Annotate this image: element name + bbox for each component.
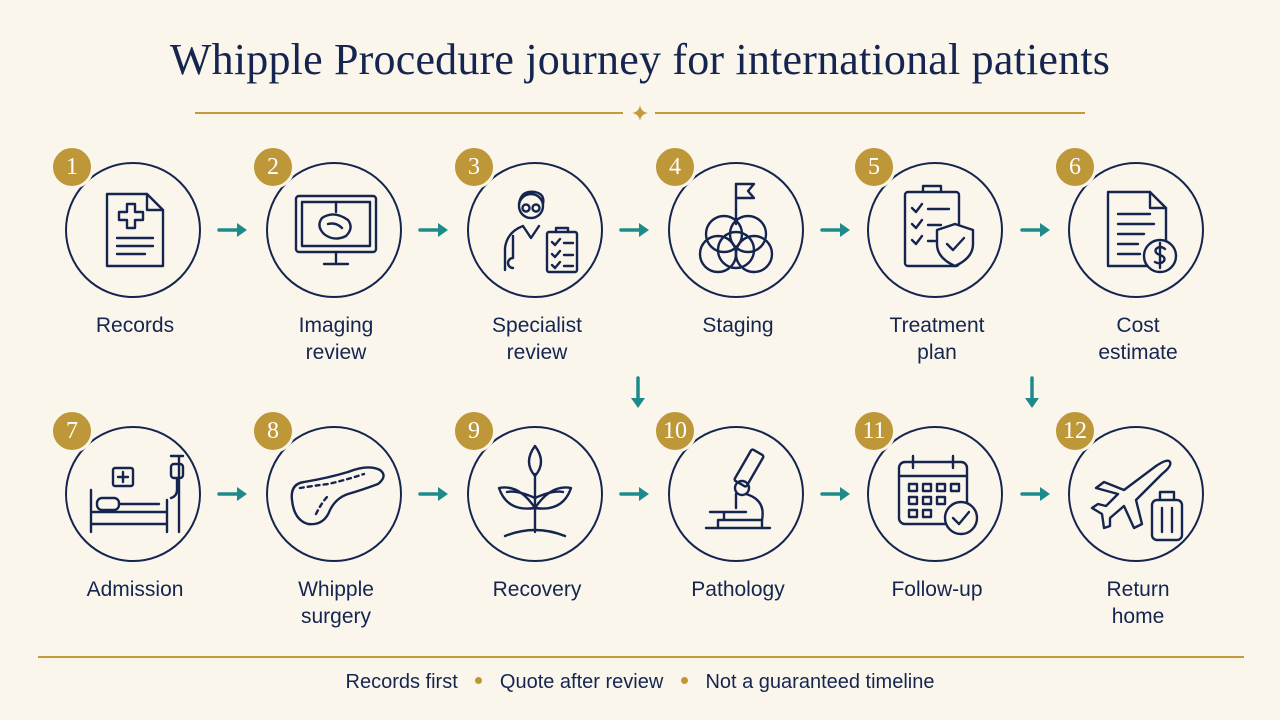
arrow-right-icon (418, 487, 448, 501)
step-label: Specialist review (437, 312, 637, 366)
step-number-badge: 1 (50, 145, 94, 189)
step-label-line1: Recovery (492, 578, 582, 601)
staging-flag-icon (698, 182, 774, 274)
arrow-right-icon (619, 223, 649, 237)
arrow-down-icon (1025, 376, 1039, 408)
step-label-line1: Records (95, 314, 175, 337)
hospital-bed-icon (89, 454, 185, 534)
imaging-monitor-icon (294, 194, 378, 266)
step-label-line1: Staging (702, 314, 774, 337)
footer-note-records-first: Records first (345, 671, 458, 693)
step-label: Recovery (437, 576, 637, 603)
pancreas-icon (290, 466, 385, 526)
step-number-badge: 5 (852, 145, 896, 189)
step-label-line2: review (506, 341, 568, 364)
step-label-line1: Return (1106, 578, 1170, 601)
airplane-luggage-icon (1090, 459, 1184, 542)
step-label-line1: Whipple (298, 578, 374, 601)
step-label: Pathology (638, 576, 838, 603)
calendar-check-icon (897, 454, 979, 536)
step-circle (867, 426, 1003, 562)
footer-note-not-guaranteed: Not a guaranteed timeline (705, 671, 935, 693)
step-label-line1: Imaging (298, 314, 374, 337)
step-number-badge: 8 (251, 409, 295, 453)
title-divider-left (195, 112, 623, 114)
arrow-right-icon (619, 487, 649, 501)
step-circle (467, 426, 603, 562)
arrow-right-icon (820, 487, 850, 501)
step-label: Records (35, 312, 235, 339)
step-label-line1: Treatment (889, 314, 985, 337)
footer-note-quote-after-review: Quote after review (499, 671, 664, 693)
step-label: Treatment plan (837, 312, 1037, 366)
arrow-right-icon (1020, 487, 1050, 501)
step-label: Imaging review (236, 312, 436, 366)
arrow-right-icon (820, 223, 850, 237)
step-label-line1: Admission (86, 578, 184, 601)
step-number-badge: 2 (251, 145, 295, 189)
step-circle (1068, 162, 1204, 298)
step-label-line2: estimate (1098, 341, 1178, 364)
step-number-badge: 3 (452, 145, 496, 189)
arrow-down-icon (631, 376, 645, 408)
bullet-dot-icon (475, 677, 483, 685)
invoice-dollar-icon (1106, 190, 1178, 274)
step-label: Follow-up (837, 576, 1037, 603)
checklist-shield-icon (903, 184, 975, 268)
step-number-badge: 12 (1053, 409, 1097, 453)
step-label: Staging (638, 312, 838, 339)
step-number-badge: 6 (1053, 145, 1097, 189)
step-label: Whipple surgery (236, 576, 436, 630)
bullet-dot-icon (680, 677, 688, 685)
step-circle (1068, 426, 1204, 562)
step-circle (867, 162, 1003, 298)
diamond-ornament-icon (632, 105, 648, 121)
step-circle (65, 426, 201, 562)
step-circle (65, 162, 201, 298)
step-circle (668, 162, 804, 298)
title-divider-right (655, 112, 1085, 114)
step-label-line1: Pathology (691, 578, 785, 601)
step-circle (266, 426, 402, 562)
step-label-line2: plan (917, 341, 957, 364)
step-circle (668, 426, 804, 562)
footer-notes: Records first Quote after review Not a g… (0, 671, 1280, 694)
sprout-icon (497, 444, 573, 538)
step-label-line2: surgery (300, 605, 372, 628)
step-label-line1: Specialist (492, 314, 582, 337)
step-label: Return home (1038, 576, 1238, 630)
step-circle (266, 162, 402, 298)
arrow-right-icon (217, 487, 247, 501)
step-number-badge: 4 (653, 145, 697, 189)
arrow-right-icon (217, 223, 247, 237)
step-number-badge: 7 (50, 409, 94, 453)
step-number-badge: 9 (452, 409, 496, 453)
step-label: Cost estimate (1038, 312, 1238, 366)
step-label-line2: review (305, 341, 367, 364)
step-circle (467, 162, 603, 298)
footer-divider (38, 656, 1244, 658)
doctor-clipboard-icon (503, 190, 579, 274)
arrow-right-icon (418, 223, 448, 237)
arrow-right-icon (1020, 223, 1050, 237)
step-number-badge: 11 (852, 409, 896, 453)
microscope-icon (704, 448, 772, 530)
page-title: Whipple Procedure journey for internatio… (169, 35, 1111, 84)
step-number-badge: 10 (653, 409, 697, 453)
step-label: Admission (35, 576, 235, 603)
step-label-line1: Follow-up (891, 578, 983, 601)
step-label-line1: Cost (1116, 314, 1160, 337)
medical-record-icon (105, 192, 165, 268)
step-label-line2: home (1111, 605, 1165, 628)
